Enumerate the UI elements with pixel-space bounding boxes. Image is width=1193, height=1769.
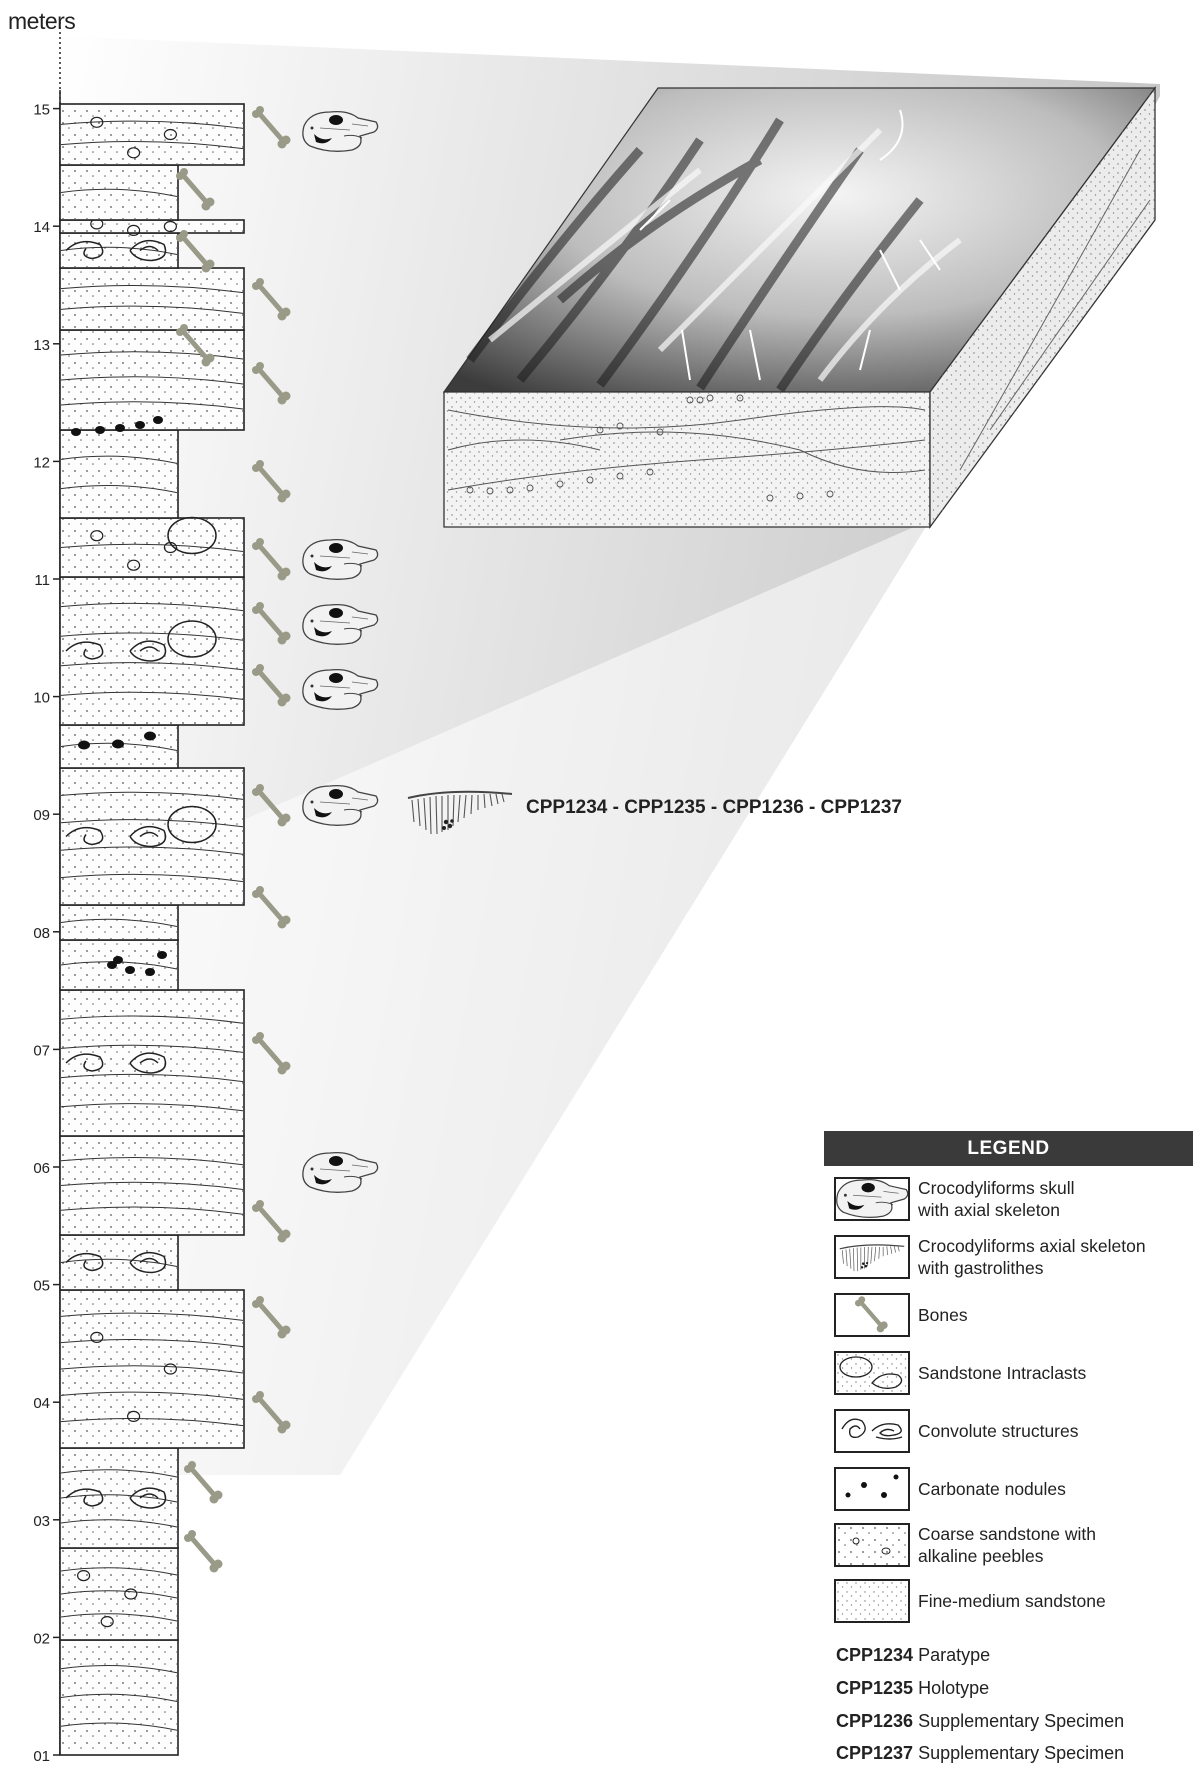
specimen-code: CPP1235 <box>836 1678 914 1698</box>
nodule-icon <box>834 1467 910 1511</box>
legend-item-bones: Bones <box>834 1293 1193 1339</box>
axis-tick-label: 01 <box>33 1748 50 1764</box>
legend-item-convolute: Convolute structures <box>834 1409 1193 1455</box>
intraclast-icon <box>834 1351 910 1395</box>
axis-tick-label: 05 <box>33 1278 50 1295</box>
block-diagram <box>442 86 1157 529</box>
bone-icon <box>834 1293 910 1337</box>
axis-unit-label: meters <box>8 8 76 34</box>
legend-item-intraclasts: Sandstone Intraclasts <box>834 1351 1193 1397</box>
specimen-line: CPP1235 Holotype <box>836 1678 989 1699</box>
legend-label: Coarse sandstone with alkaline peebles <box>918 1524 1097 1566</box>
axis-tick-label: 04 <box>33 1395 50 1412</box>
specimen-code: CPP1237 <box>836 1743 914 1763</box>
legend-item-fine: Fine-medium sandstone <box>834 1579 1193 1625</box>
axis-tick-label: 15 <box>33 102 50 119</box>
legend: LEGEND Crocodyliforms skull with axial s… <box>824 1131 1193 1764</box>
specimen-desc: Supplementary Specimen <box>918 1743 1125 1763</box>
legend-label: Convolute structures <box>918 1421 1079 1441</box>
specimen-code: CPP1234 <box>836 1645 914 1665</box>
axis-tick-label: 12 <box>33 454 50 471</box>
legend-label: Carbonate nodules <box>918 1479 1066 1499</box>
bone-icon <box>184 1530 223 1573</box>
legend-item-nodules: Carbonate nodules <box>834 1467 1193 1513</box>
axis-tick-label: 11 <box>34 572 50 589</box>
legend-item-coarse: Coarse sandstone with alkaline peebles <box>834 1523 1193 1569</box>
legend-item-axial: Crocodyliforms axial skeleton with gastr… <box>834 1235 1193 1281</box>
legend-label: Crocodyliforms skull with axial skeleton <box>918 1178 1075 1220</box>
legend-label: Crocodyliforms axial skeleton with gastr… <box>918 1236 1146 1278</box>
legend-label: Bones <box>918 1305 968 1325</box>
specimen-desc: Holotype <box>918 1678 990 1698</box>
specimen-code: CPP1236 <box>836 1711 914 1731</box>
stratigraphic-column <box>59 103 245 1756</box>
axis-tick-label: 09 <box>33 807 50 824</box>
legend-label: Fine-medium sandstone <box>918 1591 1106 1611</box>
legend-label: Sandstone Intraclasts <box>918 1363 1087 1383</box>
axis-tick-label: 02 <box>33 1630 50 1647</box>
convolute-icon <box>834 1409 910 1453</box>
axis-tick-label: 07 <box>33 1042 50 1059</box>
meter-axis <box>53 22 61 1756</box>
legend-item-skull: Crocodyliforms skull with axial skeleton <box>834 1177 1193 1223</box>
axis-tick-label: 08 <box>33 925 50 942</box>
axial-skeleton-icon <box>834 1235 910 1279</box>
skull-icon <box>834 1177 910 1221</box>
axis-tick-label: 03 <box>33 1513 50 1530</box>
axis-tick-label: 06 <box>33 1160 50 1177</box>
axis-tick-label: 14 <box>33 219 50 236</box>
specimen-desc: Paratype <box>918 1645 991 1665</box>
coarse-sandstone-icon <box>834 1523 910 1567</box>
axis-tick-label: 13 <box>33 337 50 354</box>
specimens-label: CPP1234 - CPP1235 - CPP1236 - CPP1237 <box>526 797 902 818</box>
specimen-line: CPP1236 Supplementary Specimen <box>836 1711 1124 1732</box>
specimen-line: CPP1237 Supplementary Specimen <box>836 1743 1124 1764</box>
axis-tick-label: 10 <box>33 690 50 707</box>
legend-title: LEGEND <box>824 1131 1193 1166</box>
specimen-line: CPP1234 Paratype <box>836 1645 990 1666</box>
fine-sandstone-icon <box>834 1579 910 1623</box>
specimen-desc: Supplementary Specimen <box>918 1711 1125 1731</box>
